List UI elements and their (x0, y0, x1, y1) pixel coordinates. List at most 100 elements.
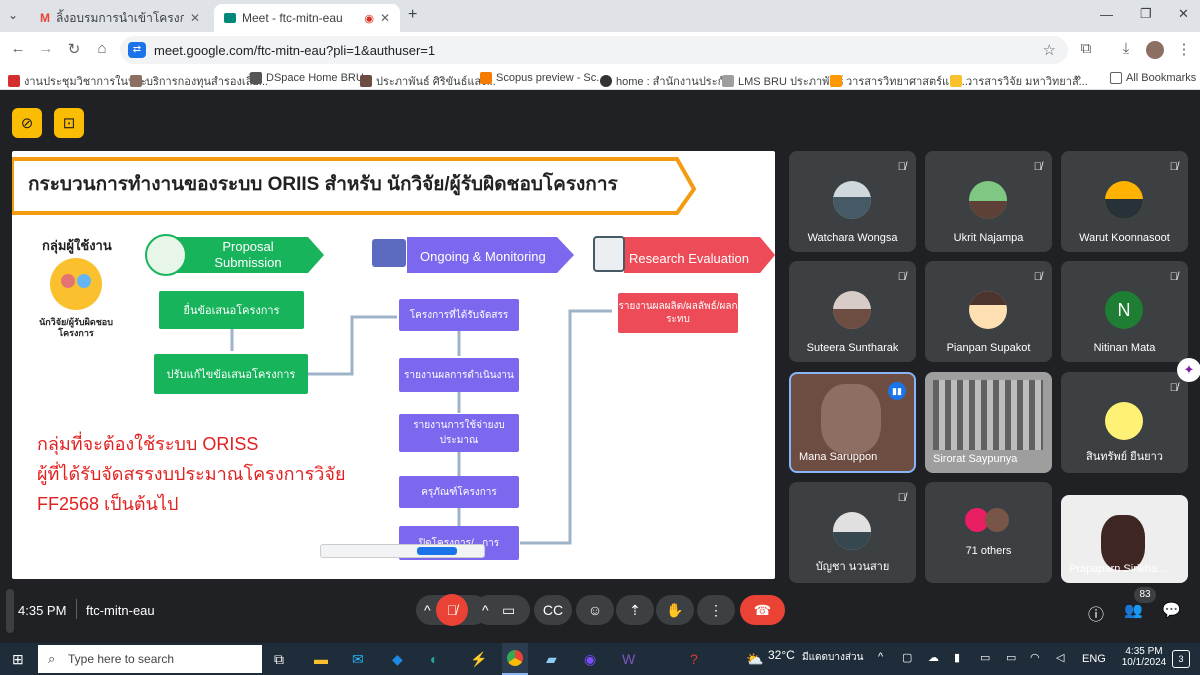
camera-control[interactable]: ^ ▭ (474, 595, 530, 625)
mail-icon[interactable]: ✉ (352, 651, 364, 667)
participant-tile[interactable]: 🎙̸ สินทรัพย์ ยืนยาว (1061, 372, 1188, 473)
app-icon[interactable]: ? (690, 651, 698, 667)
step-funded-project: โครงการที่ได้รับจัดสรร (399, 299, 519, 331)
app-icon[interactable]: ⚡ (470, 651, 488, 667)
volume-icon[interactable]: ◁ (1056, 652, 1065, 664)
presentation-off-icon[interactable]: ⊘ (12, 108, 42, 138)
mic-muted-icon: 🎙̸ (897, 161, 906, 173)
site-info-icon[interactable]: ⇄ (128, 42, 146, 58)
reload-icon[interactable]: ↻ (67, 41, 81, 58)
more-options-button[interactable]: ⋮ (697, 595, 735, 625)
close-window-button[interactable]: ✕ (1178, 6, 1189, 21)
messenger-icon[interactable]: ◉ (584, 651, 597, 667)
more-bookmarks-icon[interactable]: » (1075, 72, 1082, 84)
note-line-3: FF2568 เป็นต้นไป (37, 494, 179, 514)
minimize-button[interactable]: — (1100, 7, 1113, 22)
profile-avatar[interactable] (1146, 41, 1164, 59)
tab-search-icon[interactable]: ⌄ (8, 8, 19, 22)
mic-off-icon[interactable]: 🎙̸ (436, 594, 468, 626)
tab-meet[interactable]: Meet - ftc-mitn-eau ◉ ✕ (214, 4, 400, 32)
bookmark-item[interactable]: home : สำนักงานประกั... (600, 72, 733, 90)
tray-icon[interactable]: ▮ (954, 652, 961, 664)
initial-avatar: N (1105, 291, 1143, 329)
dropbox-icon[interactable]: ◆ (392, 651, 403, 667)
tray-icon[interactable]: ▢ (902, 652, 913, 664)
app-icon[interactable]: W (622, 651, 636, 667)
participant-tile[interactable]: Sirorat Saypunya (925, 372, 1052, 473)
bookmark-item[interactable]: วารสารวิทยาศาสตร์และ... (830, 72, 971, 90)
participant-tile[interactable]: 🎙̸ Watchara Wongsa (789, 151, 916, 252)
task-view-icon[interactable]: ⧉ (274, 651, 284, 667)
sparkle-icon[interactable]: ✦ (1177, 358, 1200, 382)
meet-icon (224, 13, 236, 23)
taskbar-clock[interactable]: 4:35 PM 10/1/2024 (1121, 646, 1167, 668)
taskbar-search[interactable]: ⌕ Type here to search (38, 645, 262, 673)
tab-gmail[interactable]: M ลิ้งอบรมการนำเข้าโครงการวิจัย FF69 ✕ (40, 10, 200, 26)
mic-muted-icon: 🎙̸ (1169, 271, 1178, 283)
all-bookmarks[interactable]: All Bookmarks (1110, 72, 1196, 84)
reactions-button[interactable]: ☺ (576, 595, 614, 625)
participant-tile-speaking[interactable]: ▮▮ Mana Saruppon (789, 372, 916, 473)
divider (76, 599, 77, 619)
bookmark-item[interactable]: บริการกองทุนสำรองเลี้ย... (130, 72, 268, 90)
stage3-label: Research Evaluation (629, 251, 749, 266)
side-handle[interactable] (6, 589, 14, 633)
windows-start-icon[interactable]: ⊞ (12, 651, 24, 667)
captions-button[interactable]: CC (534, 595, 572, 625)
weather-temp: 32°C (768, 648, 795, 662)
end-call-button[interactable]: ☎ (740, 595, 785, 625)
onedrive-icon[interactable]: ☁ (928, 652, 939, 664)
home-icon[interactable]: ⌂ (97, 40, 107, 57)
tray-icon[interactable]: ▭ (1006, 652, 1017, 664)
avatar (833, 181, 871, 219)
participant-tile[interactable]: 🎙̸ Pianpan Supakot (925, 261, 1052, 362)
notifications-icon[interactable]: 3 (1172, 650, 1190, 668)
bookmark-item[interactable]: งานประชุมวิชาการในประ... (8, 72, 156, 90)
participant-tile[interactable]: 🎙̸ บัญชา นวนสาย (789, 482, 916, 583)
edge-icon[interactable]: ◐ (430, 651, 439, 667)
bookmark-item[interactable]: วารสารวิจัย มหาวิทยาลั... (950, 72, 1088, 90)
chrome-taskbar-button[interactable] (502, 643, 528, 675)
stop-sharing-button[interactable] (417, 547, 457, 555)
participant-tile[interactable]: 🎙̸ N Nitinan Mata (1061, 261, 1188, 362)
info-icon[interactable]: ⓘ (1088, 607, 1105, 624)
new-tab-button[interactable]: + (408, 6, 418, 23)
camera-icon[interactable]: ▭ (502, 602, 516, 618)
app-icon[interactable]: ▰ (546, 651, 557, 667)
pip-icon[interactable]: ⊡ (54, 108, 84, 138)
close-tab-icon[interactable]: ✕ (189, 11, 200, 25)
language-indicator[interactable]: ENG (1082, 653, 1106, 665)
download-icon[interactable]: ⤓ (1122, 40, 1130, 57)
others-tile[interactable]: 71 others (925, 482, 1052, 583)
avatar (833, 291, 871, 329)
avatar (833, 512, 871, 550)
chevron-up-icon[interactable]: ^ (482, 602, 489, 618)
chevron-up-icon[interactable]: ^ (424, 602, 431, 618)
self-view-tile[interactable]: Prapaparn Sirikha... (1061, 495, 1188, 583)
bookmark-item[interactable]: LMS BRU ประภาพันธ์ (722, 72, 844, 90)
restore-button[interactable]: ❐ (1140, 6, 1152, 21)
bookmark-star-icon[interactable]: ☆ (1042, 42, 1056, 59)
bookmark-item[interactable]: DSpace Home BRU (250, 72, 364, 84)
bookmark-item[interactable]: Scopus preview - Sc... (480, 72, 605, 84)
menu-icon[interactable]: ⋮ (1176, 41, 1192, 58)
forward-icon[interactable]: → (38, 40, 54, 57)
present-button[interactable]: ⇡ (616, 595, 654, 625)
participant-tile[interactable]: 🎙̸ Warut Koonnasoot (1061, 151, 1188, 252)
connector (520, 309, 612, 545)
close-tab-icon[interactable]: ✕ (379, 11, 390, 25)
show-hidden-icons[interactable]: ^ (878, 651, 884, 663)
wifi-icon[interactable]: ◠ (1030, 652, 1040, 664)
people-icon[interactable]: 👥 (1124, 602, 1143, 619)
back-icon[interactable]: ← (10, 40, 26, 57)
participant-tile[interactable]: 🎙̸ Ukrit Najampa (925, 151, 1052, 252)
chat-icon[interactable]: 💬 (1162, 602, 1181, 619)
extensions-icon[interactable]: ⧉ (1080, 40, 1092, 57)
tray-icon[interactable]: ▭ (980, 652, 991, 664)
raise-hand-button[interactable]: ✋ (656, 595, 694, 625)
address-bar[interactable]: ⇄ meet.google.com/ftc-mitn-eau?pli=1&aut… (120, 36, 1068, 64)
file-explorer-icon[interactable]: ▬ (314, 651, 328, 667)
weather-text: มีแดดบางส่วน (802, 652, 864, 663)
bookmark-item[interactable]: ประภาพันธ์ ศิริขันธ์แสง... (360, 72, 496, 90)
participant-tile[interactable]: 🎙̸ Suteera Suntharak (789, 261, 916, 362)
